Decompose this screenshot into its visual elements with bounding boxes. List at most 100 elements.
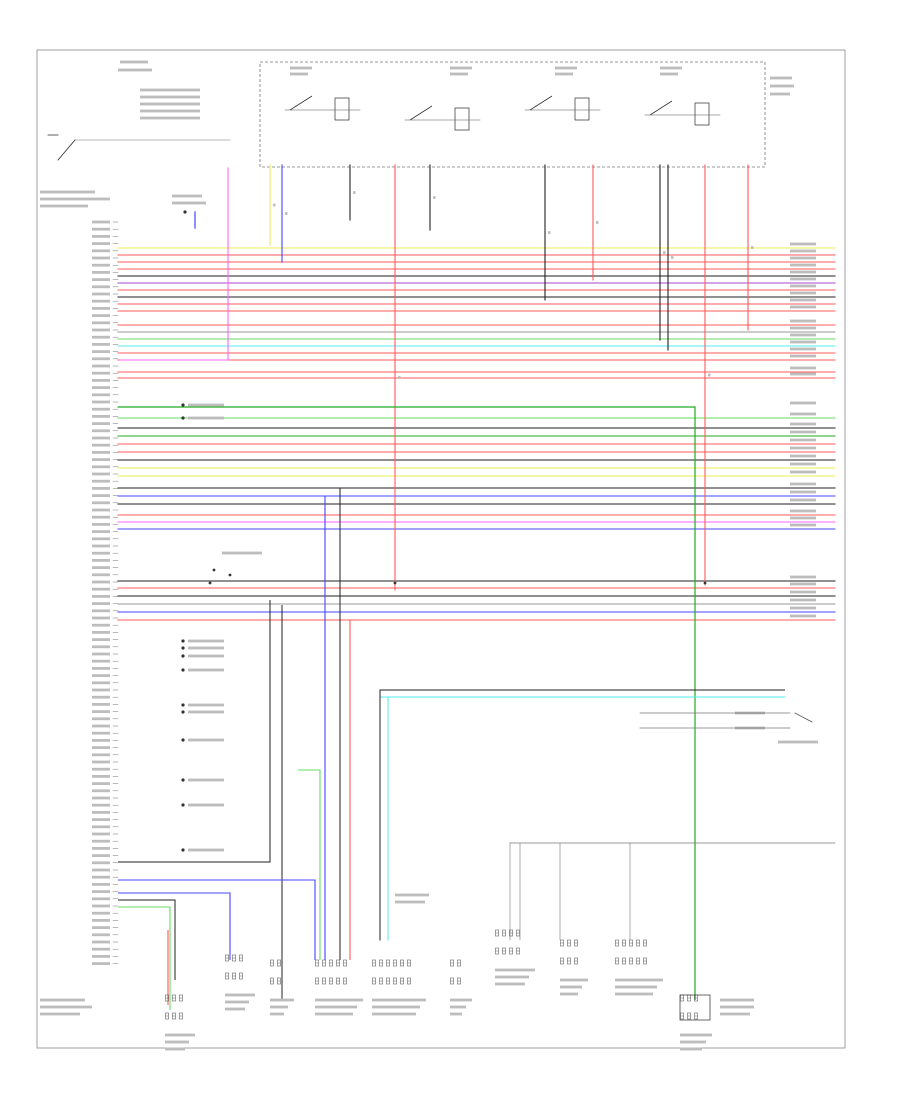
component-name xyxy=(560,978,588,982)
component-name xyxy=(315,1012,353,1016)
ecm-pin-label xyxy=(92,775,110,778)
ecm-pin-label xyxy=(92,458,110,461)
ecm-pin-label xyxy=(92,357,110,361)
ecm-pin-label xyxy=(92,623,110,627)
relay-name-glyph xyxy=(290,66,312,70)
ecm-pin-label xyxy=(92,609,110,613)
ecm-pin-label xyxy=(92,947,110,951)
splice-dot xyxy=(212,568,216,572)
wire-color-label xyxy=(790,606,816,610)
relay-name-glyph xyxy=(555,72,573,76)
sensor-wire xyxy=(118,892,231,960)
wire-glyph xyxy=(353,191,356,194)
component-note xyxy=(188,403,224,407)
relay-note-glyph xyxy=(770,76,792,80)
ecm-pin-label xyxy=(92,818,110,821)
ecm-pin-label xyxy=(92,220,110,224)
component-name xyxy=(315,998,363,1002)
ecm-pin-label xyxy=(92,559,110,562)
ecm-pin-label xyxy=(92,825,110,829)
relay-switch-contact xyxy=(409,105,433,121)
ecm-pin-label xyxy=(92,465,110,469)
wire-color-label xyxy=(790,482,816,486)
sensor-wire xyxy=(118,600,271,863)
wire-color-label xyxy=(790,340,816,344)
component-name xyxy=(450,1012,462,1016)
ecm-pin-label xyxy=(92,746,110,749)
ecm-pin-label xyxy=(92,350,110,353)
wire-color-label xyxy=(790,582,816,586)
pressure-sensor-body xyxy=(679,994,711,1021)
component-bullet xyxy=(181,710,185,714)
pressure-sensor-name xyxy=(720,1012,750,1016)
ecm-pin-label xyxy=(92,890,110,893)
ecm-pin-label xyxy=(92,386,110,389)
ecm-pin-label xyxy=(92,760,110,764)
wire-color-label xyxy=(790,347,816,351)
ecm-pin-label xyxy=(92,285,110,289)
ecm-pin-label xyxy=(92,494,110,497)
component-name xyxy=(165,1047,185,1051)
splice-dot xyxy=(228,573,232,577)
wire-color-label xyxy=(790,430,816,434)
component-name xyxy=(165,1040,189,1044)
ecm-pin-label xyxy=(92,782,110,785)
ecm-title-glyph xyxy=(40,190,95,194)
wire-glyph xyxy=(663,251,666,254)
wire-color-label xyxy=(790,263,816,267)
component-note xyxy=(172,201,206,205)
component-name xyxy=(372,1005,420,1009)
ecm-pin-label xyxy=(92,789,110,793)
ecm-pin-label xyxy=(92,263,110,267)
component-name xyxy=(680,1047,702,1051)
ecm-pin-label xyxy=(92,695,110,699)
wire-glyph xyxy=(596,221,599,224)
ecm-pin-label xyxy=(92,652,110,656)
wire-glyph xyxy=(433,196,436,199)
ecm-pin-label xyxy=(92,681,110,685)
ecm-pin-label xyxy=(92,933,110,937)
ecm-pin-label xyxy=(92,235,110,238)
ecm-pin-label xyxy=(92,278,110,281)
component-name xyxy=(615,978,663,982)
relay-name-glyph xyxy=(555,66,577,70)
relay-switch-contact xyxy=(529,95,553,111)
switch-position-glyph xyxy=(140,102,200,106)
component-bullet xyxy=(181,403,185,407)
green-sensor-wire xyxy=(118,406,696,1000)
ecm-pin-label xyxy=(92,544,110,548)
ecm-pin-label xyxy=(92,674,110,677)
ecm-pin-label xyxy=(92,904,110,908)
relay-note-glyph xyxy=(395,900,425,904)
relay-switch-contact xyxy=(649,100,673,116)
wire-color-label xyxy=(790,462,816,466)
component-name xyxy=(225,993,255,997)
ecm-pin-label xyxy=(92,379,110,382)
relay-block xyxy=(259,61,766,168)
component-note xyxy=(188,416,224,420)
wire-color-label xyxy=(790,249,816,253)
ecm-pin-label xyxy=(92,227,110,231)
ecm-footer-glyph xyxy=(40,1005,92,1009)
pressure-sensor-name xyxy=(720,998,754,1002)
component-name xyxy=(560,992,578,996)
ecm-pin-label xyxy=(92,400,110,404)
ecm-pin-label xyxy=(92,508,110,512)
relay-note-glyph xyxy=(395,893,429,897)
relay-name-glyph xyxy=(450,72,468,76)
component-bullet xyxy=(181,668,185,672)
ecm-pin-label xyxy=(92,739,110,742)
wire-color-label xyxy=(790,319,816,323)
ecm-pin-label xyxy=(92,443,110,447)
ecm-pin-label xyxy=(92,875,110,879)
component-name xyxy=(315,1005,357,1009)
ecm-pin-label xyxy=(92,501,110,505)
sensor-wire xyxy=(118,899,176,980)
component-bullet xyxy=(183,210,187,214)
ecm-pin-label xyxy=(92,854,110,857)
ecm-pin-label xyxy=(92,292,110,296)
component-name xyxy=(225,1007,245,1011)
relay-name-glyph xyxy=(660,72,678,76)
component-bullet xyxy=(181,703,185,707)
